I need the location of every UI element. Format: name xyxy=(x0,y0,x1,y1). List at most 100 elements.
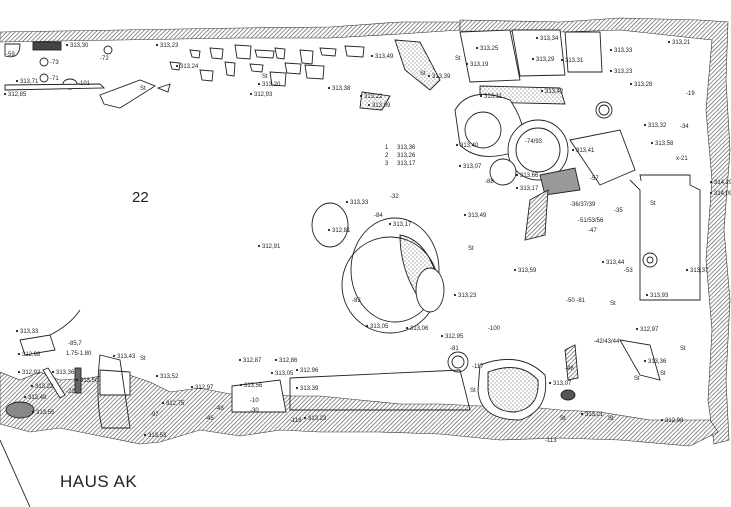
measure-point xyxy=(643,123,647,127)
stone-label: St xyxy=(420,71,426,77)
measure-point xyxy=(453,293,457,297)
measure-point xyxy=(660,418,664,422)
room-number: 22 xyxy=(132,189,149,206)
find-number: -85,7 xyxy=(68,341,82,347)
elevation-label: 313,52 xyxy=(160,374,179,380)
measure-point xyxy=(3,92,7,96)
stone-label: St xyxy=(634,376,640,382)
elevation-label: 313,49 xyxy=(468,213,487,219)
find-number: -71 xyxy=(50,76,59,82)
elevation-label: 313,06 xyxy=(410,326,429,332)
elevation-label: 312,86 xyxy=(279,358,298,364)
elevation-label: 313,50 xyxy=(80,378,99,384)
stone-label: St xyxy=(680,346,686,352)
find-number: -35 xyxy=(614,208,623,214)
find-number: -100 xyxy=(488,326,501,332)
elevation-label: 313,22 xyxy=(35,384,54,390)
measure-point xyxy=(685,268,689,272)
find-number: 1.75-1.80 xyxy=(66,351,92,357)
elevation-label: 313,53 xyxy=(148,433,167,439)
measure-point xyxy=(155,43,159,47)
elevation-label: 313,66 xyxy=(520,173,539,179)
elevation-label: 313,33 xyxy=(20,329,39,335)
find-number: -118 xyxy=(290,418,302,424)
elevation-label: 313,43 xyxy=(117,354,136,360)
elevation-label: 312,95 xyxy=(445,334,464,340)
find-number: -88 xyxy=(485,179,494,185)
measure-point xyxy=(249,92,253,96)
elevation-label: 313,25 xyxy=(480,46,499,52)
elevation-label: 313,20 xyxy=(262,82,281,88)
measure-point xyxy=(51,370,55,374)
measure-point xyxy=(629,82,633,86)
find-number: -101 xyxy=(78,81,91,87)
wall-hatching xyxy=(0,17,731,507)
measure-point xyxy=(515,186,519,190)
legend-value: 313,17 xyxy=(397,161,416,167)
measure-point xyxy=(257,82,261,86)
find-number: -22 xyxy=(66,389,75,395)
measure-point xyxy=(465,62,469,66)
find-number: -74/93 xyxy=(525,139,543,145)
measure-point xyxy=(345,200,349,204)
elevation-label: 313,58 xyxy=(655,141,674,147)
elevation-label: 313,93 xyxy=(650,293,669,299)
elevation-label: 313,37 xyxy=(690,268,709,274)
measure-point xyxy=(515,173,519,177)
elevation-label: 313,39 xyxy=(300,386,319,392)
measure-point xyxy=(238,358,242,362)
measure-point xyxy=(370,54,374,58)
measure-point xyxy=(645,293,649,297)
measure-point xyxy=(601,260,605,264)
find-number: -19 xyxy=(686,91,695,97)
find-number: -97 xyxy=(150,412,159,418)
elevation-label: 313,24 xyxy=(180,64,199,70)
measure-point xyxy=(155,374,159,378)
elevation-label: 313,30 xyxy=(70,43,89,49)
stone-label: St xyxy=(560,416,566,422)
measure-point xyxy=(463,213,467,217)
elevation-label: 313,21 xyxy=(672,40,691,46)
elevation-label: 313,33 xyxy=(350,200,369,206)
legend-number: 3 xyxy=(385,161,389,167)
measure-point xyxy=(580,412,584,416)
stone-label: St xyxy=(660,371,666,377)
measure-point xyxy=(112,354,116,358)
elevation-label: 313,33 xyxy=(614,48,633,54)
elevation-label: 313,44 xyxy=(606,260,625,266)
find-number: -51/53/56 xyxy=(578,218,604,224)
find-number: -45 xyxy=(205,416,214,422)
elevation-label: 313,22 xyxy=(364,94,383,100)
measure-point xyxy=(458,164,462,168)
stone-label: St xyxy=(468,246,474,252)
measure-point xyxy=(475,46,479,50)
elevation-label: 313,39 xyxy=(432,74,451,80)
elevation-label: 313,17 xyxy=(520,186,539,192)
find-number: -53 xyxy=(624,268,633,274)
elevation-label: 312,85 xyxy=(8,92,27,98)
measure-point xyxy=(427,74,431,78)
elevation-label: 313,21 xyxy=(585,412,604,418)
measure-point xyxy=(17,352,21,356)
measure-point xyxy=(440,334,444,338)
elevation-label: 313,23 xyxy=(308,416,327,422)
elevation-label: 312,91 xyxy=(262,244,281,250)
measure-point xyxy=(239,383,243,387)
measure-point xyxy=(709,191,713,195)
measure-point xyxy=(367,103,371,107)
measure-point xyxy=(650,141,654,145)
measure-point xyxy=(75,378,79,382)
find-number: -47 xyxy=(588,228,597,234)
legend-number: 2 xyxy=(385,153,389,159)
elevation-label: 313,71 xyxy=(20,79,39,85)
measure-point xyxy=(65,43,69,47)
elevation-label: 312,98 xyxy=(665,418,684,424)
elevation-label: 313,11 xyxy=(484,94,503,100)
measure-point xyxy=(23,395,27,399)
house-title: HAUS AK xyxy=(60,472,137,491)
find-number: -50 -81 xyxy=(566,298,586,304)
measure-point xyxy=(31,410,35,414)
elevation-label: 312,87 xyxy=(243,358,262,364)
find-number: -10 xyxy=(250,398,259,404)
find-number: -42/43/44 xyxy=(594,339,620,345)
